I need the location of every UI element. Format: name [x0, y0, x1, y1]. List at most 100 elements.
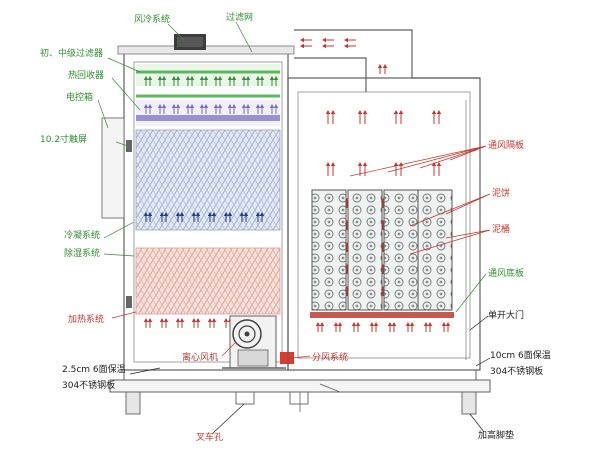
control-box-body	[101, 117, 125, 219]
chamber-arrow	[393, 162, 399, 176]
airflow-arrow	[241, 76, 247, 86]
airflow-arrow	[185, 76, 191, 86]
floor-arrow	[427, 322, 433, 332]
floor-arrow	[441, 322, 447, 332]
airflow-arrow	[161, 76, 167, 86]
filter-arrows	[143, 76, 279, 86]
floor-arrow	[315, 322, 321, 332]
foot-left	[125, 391, 141, 415]
fan-wheel-inner	[238, 325, 256, 343]
label-filter-screen: 过滤网	[226, 11, 253, 23]
centrifugal-fan	[222, 315, 286, 369]
heating-section	[135, 247, 281, 328]
airflow-arrow	[223, 318, 229, 328]
label-single-door: 单开大门	[488, 309, 524, 321]
airflow-arrow	[239, 212, 245, 222]
label-insulation-right-1: 10cm 6面保温	[490, 349, 551, 361]
airflow-arrow	[191, 212, 197, 222]
label-heat-recovery: 热回收器	[68, 69, 104, 81]
airflow-arrow	[203, 76, 209, 86]
airflow-arrow	[147, 318, 153, 328]
leader-lines	[97, 21, 491, 435]
floor-arrow	[409, 322, 415, 332]
airflow-arrow	[255, 76, 261, 86]
airflow-arrow	[269, 104, 275, 114]
chamber-arrow	[393, 110, 399, 124]
airflow-arrow	[195, 318, 201, 328]
airflow-arrow	[157, 104, 163, 114]
chamber-arrow	[431, 110, 437, 124]
duct-arrow	[300, 43, 312, 49]
airflow-arrow	[189, 104, 195, 114]
label-dehumidify: 除湿系统	[64, 247, 100, 259]
label-fan-system: 风冷系统	[134, 13, 170, 25]
chamber-arrows	[325, 110, 442, 176]
lead-centrifugal-fan	[221, 341, 237, 357]
airflow-arrow	[143, 76, 149, 86]
air-cooler-fan-grille	[177, 37, 203, 47]
mud-tube-rack	[383, 189, 419, 311]
floor-arrow	[369, 322, 375, 332]
duct-arrow	[344, 37, 356, 43]
label-insulation-left-1: 2.5cm 6面保温	[62, 363, 126, 375]
label-air-floor: 通风底板	[488, 267, 524, 279]
airflow-arrow	[147, 104, 153, 114]
label-air-baffle: 通风隔板	[488, 139, 524, 151]
airflow-arrow	[259, 76, 265, 86]
label-mud-tube: 泥桶	[492, 223, 510, 235]
label-forklift-hole: 叉车孔	[196, 431, 223, 443]
airflow-arrow	[231, 104, 237, 114]
airflow-arrow	[143, 104, 149, 114]
condenser-arrows	[143, 212, 265, 222]
air-floor-plate	[310, 312, 454, 318]
lead-air-floor	[455, 273, 487, 313]
airflow-arrow	[159, 318, 165, 328]
airflow-arrow	[217, 104, 223, 114]
mud-tube-rack	[311, 189, 347, 311]
airflow-arrow	[255, 104, 261, 114]
condenser-coil	[135, 129, 281, 231]
chamber-arrow	[330, 110, 336, 124]
airflow-arrow	[213, 76, 219, 86]
fan-motor	[237, 349, 269, 367]
label-insulation-left-2: 304不锈钢板	[62, 379, 115, 391]
airflow-arrow	[203, 104, 209, 114]
airflow-arrow	[175, 104, 181, 114]
chamber-arrow	[330, 162, 336, 176]
duct-arrow	[377, 64, 383, 74]
fan-wheel-outer	[232, 319, 262, 349]
airflow-arrow	[157, 76, 163, 86]
lead-filter-screen	[235, 21, 253, 53]
airflow-arrow	[269, 76, 275, 86]
floor-arrow	[387, 322, 393, 332]
lead-raised-feet	[469, 413, 485, 433]
label-heating: 加热系统	[68, 313, 104, 325]
chamber-arrow	[362, 110, 368, 124]
airflow-arrow	[259, 104, 265, 114]
label-touch-screen: 10.2寸触屏	[40, 133, 87, 145]
chamber-arrow	[436, 110, 442, 124]
forklift-hole-left	[235, 391, 255, 405]
lead-control-box	[97, 99, 109, 129]
airflow-arrow	[175, 212, 181, 222]
airflow-arrow	[227, 76, 233, 86]
airflow-arrow	[259, 212, 265, 222]
mud-tube-racks	[311, 189, 453, 311]
mud-tube-rack	[347, 189, 383, 311]
airflow-arrow	[143, 318, 149, 328]
floor-arrows	[315, 322, 451, 332]
airflow-arrow	[179, 318, 185, 328]
label-centrifugal-fan: 离心风机	[182, 351, 218, 363]
lead-heat-recovery	[111, 77, 141, 111]
airflow-arrow	[227, 212, 233, 222]
duct-arrow	[344, 43, 356, 49]
base-rail	[109, 379, 491, 393]
lead-heating	[111, 311, 137, 319]
label-air-divider: 分风系统	[312, 351, 348, 363]
airflow-arrow	[171, 76, 177, 86]
label-primary-mid-filter: 初、中级过滤器	[40, 47, 103, 59]
control-box	[101, 117, 132, 308]
label-mud-cake: 泥饼	[492, 187, 510, 199]
chamber-inner-wall	[297, 91, 471, 359]
